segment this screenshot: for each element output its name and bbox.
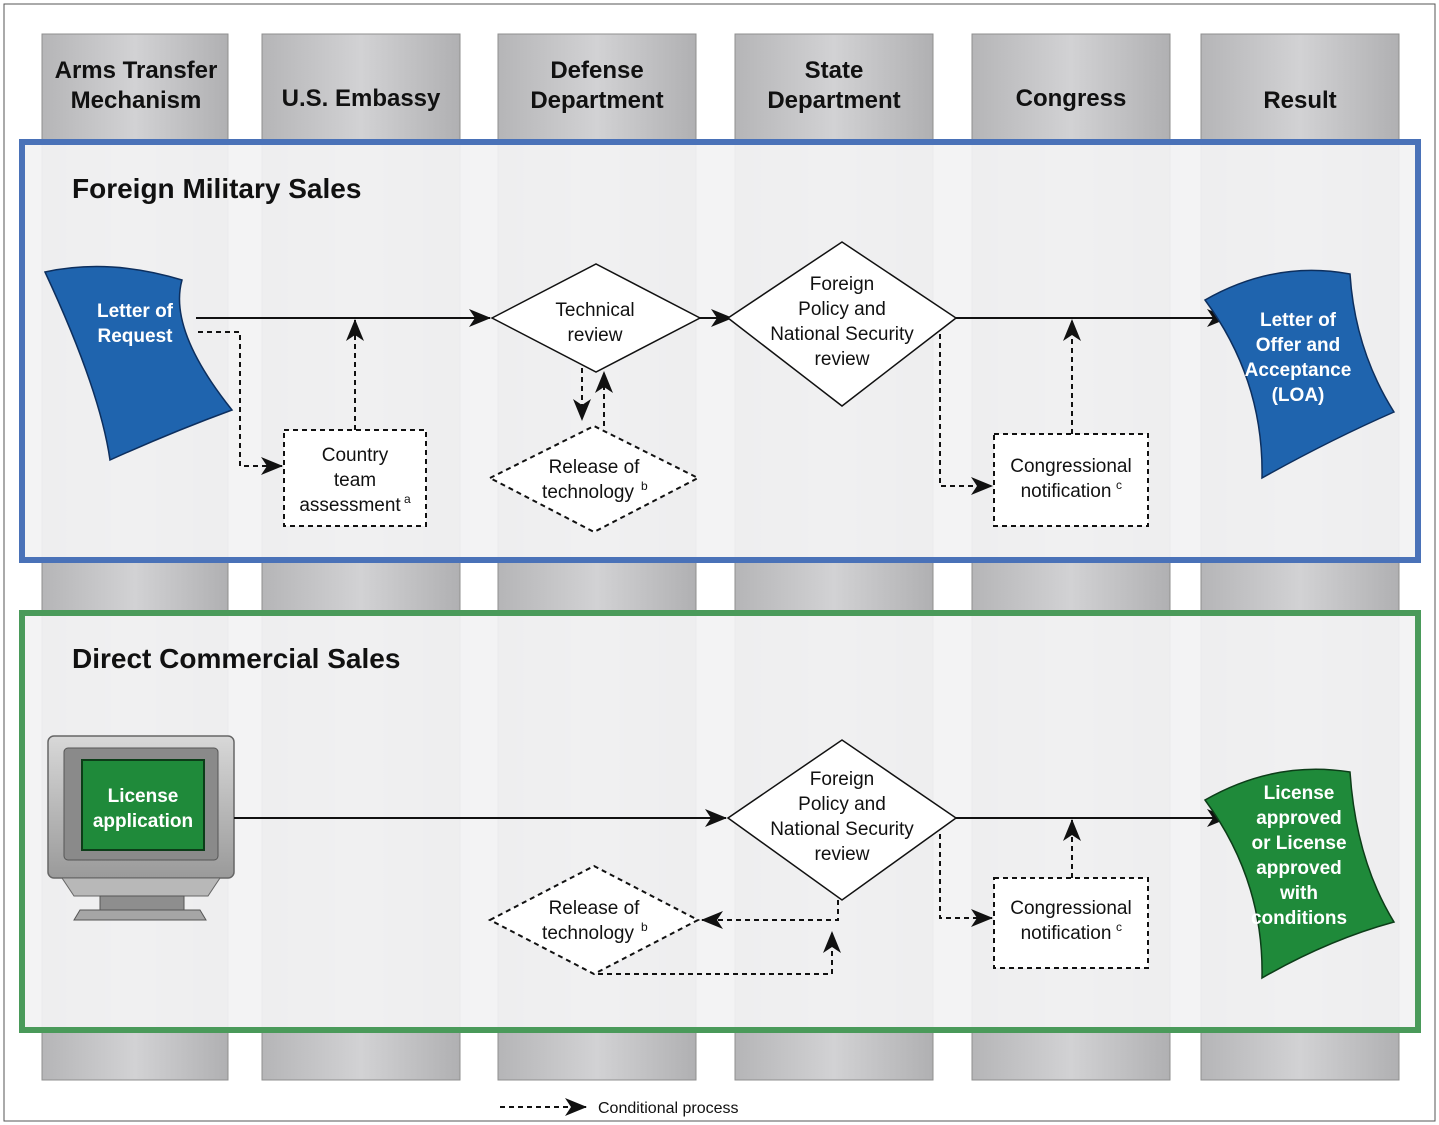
country-team-superscript: a [404, 492, 411, 506]
fms-release-label-1: Release of [549, 457, 641, 478]
loa-result-doc [1203, 269, 1396, 480]
column-header-congress: Congress [1016, 85, 1127, 112]
fms-foreign-policy-label-4: review [815, 349, 870, 370]
outer-frame [3, 3, 1436, 1122]
column-header-state-line1: State [805, 57, 864, 84]
country-team-label-2: team [334, 470, 376, 491]
dcs-release-of-technology-diamond [487, 864, 701, 976]
license-application-label-2: application [93, 811, 193, 832]
loa-result-label-2: Offer and [1256, 335, 1340, 356]
dcs-dashed-release-to-policy [598, 931, 841, 975]
dcs-foreign-policy-diamond [726, 739, 958, 901]
column-headers: Arms Transfer Mechanism U.S. Embassy Def… [55, 57, 1337, 114]
fms-release-of-technology-diamond [487, 424, 701, 534]
dcs-foreign-policy-label-3: National Security [770, 819, 914, 840]
column-header-state-line2: Department [767, 87, 900, 114]
dcs-congressional-label-2: notification [1021, 923, 1112, 944]
fms-release-superscript: b [641, 479, 648, 493]
fms-congressional-label-1: Congressional [1010, 456, 1131, 477]
fms-section: Foreign Military Sales Letter of Request… [19, 139, 1421, 563]
country-team-box [283, 429, 427, 527]
dcs-foreign-policy-label-4: review [815, 844, 870, 865]
license-result-label-3: or License [1251, 833, 1346, 854]
fms-foreign-policy-label-2: Policy and [798, 299, 886, 320]
license-approved-result-doc [1203, 768, 1396, 980]
fms-dashed-to-country-team [198, 331, 283, 475]
technical-review-label-2: review [568, 325, 623, 346]
loa-result-label-1: Letter of [1260, 310, 1337, 331]
column-header-result: Result [1263, 87, 1336, 114]
fms-panel [22, 142, 1418, 560]
license-result-label-4: approved [1256, 858, 1342, 879]
column-header-mechanism-line2: Mechanism [71, 87, 202, 114]
country-team-label-3: assessment [299, 495, 401, 516]
loa-result-label-4: (LOA) [1272, 385, 1325, 406]
dcs-dashed-to-congress [939, 834, 993, 927]
computer-monitor-icon [47, 735, 235, 921]
technical-review-diamond [490, 263, 702, 373]
country-team-label-1: Country [322, 445, 389, 466]
legend-label: Conditional process [598, 1100, 739, 1117]
column-header-embassy: U.S. Embassy [282, 85, 441, 112]
dcs-congressional-label-1: Congressional [1010, 898, 1131, 919]
letter-of-request-label-1: Letter of [97, 301, 174, 322]
fms-foreign-policy-label-1: Foreign [810, 274, 874, 295]
license-application-label-1: License [108, 786, 179, 807]
letter-of-request-label-2: Request [98, 326, 174, 347]
dcs-foreign-policy-label-2: Policy and [798, 794, 886, 815]
dcs-release-label-2: technology [542, 923, 634, 944]
license-result-label-5: with [1279, 883, 1318, 904]
fms-congressional-label-2: notification [1021, 481, 1112, 502]
dcs-title: Direct Commercial Sales [72, 643, 400, 674]
dcs-congressional-notification-box [993, 877, 1149, 969]
column-header-mechanism-line1: Arms Transfer [55, 57, 218, 84]
letter-of-request-doc [43, 265, 234, 462]
fms-title: Foreign Military Sales [72, 173, 361, 204]
dcs-dashed-policy-to-release [701, 900, 839, 929]
license-result-label-6: conditions [1251, 908, 1347, 929]
dcs-release-superscript: b [641, 920, 648, 934]
dcs-section: Direct Commercial Sales License applicat… [19, 610, 1421, 1033]
column-header-defense-line2: Department [530, 87, 663, 114]
fms-release-label-2: technology [542, 482, 634, 503]
dcs-foreign-policy-label-1: Foreign [810, 769, 874, 790]
license-result-label-1: License [1264, 783, 1335, 804]
license-result-label-2: approved [1256, 808, 1342, 829]
fms-foreign-policy-diamond [726, 241, 958, 407]
technical-review-label-1: Technical [555, 300, 634, 321]
license-application-screen [81, 759, 205, 851]
fms-congressional-notification-box [993, 433, 1149, 527]
loa-result-label-3: Acceptance [1245, 360, 1352, 381]
column-header-defense-line1: Defense [550, 57, 643, 84]
dcs-border [19, 610, 1421, 1033]
legend: Conditional process [500, 1098, 739, 1117]
fms-congressional-superscript: c [1116, 478, 1122, 492]
fms-border [19, 139, 1421, 563]
fms-foreign-policy-label-3: National Security [770, 324, 914, 345]
dcs-release-label-1: Release of [549, 898, 641, 919]
dcs-congressional-superscript: c [1116, 920, 1122, 934]
